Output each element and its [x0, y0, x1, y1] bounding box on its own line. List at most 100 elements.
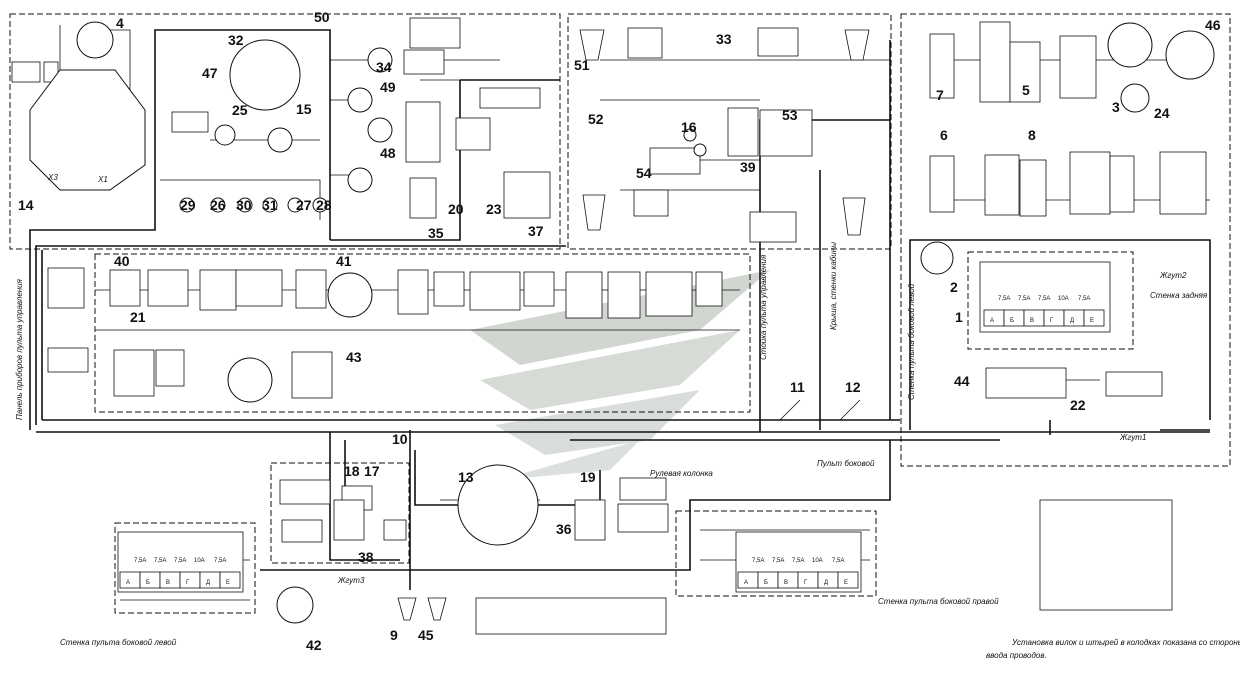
fuse-letter: В — [784, 580, 788, 586]
callout-12: 12 — [845, 379, 861, 395]
callout-4: 4 — [116, 15, 124, 31]
callout-51: 51 — [574, 57, 590, 73]
callout-1: 1 — [955, 309, 963, 325]
fuse-letter: Б — [146, 580, 150, 586]
callout-19: 19 — [580, 469, 596, 485]
callout-5: 5 — [1022, 82, 1030, 98]
fuse-rating: 10A — [812, 558, 823, 564]
callout-13: 13 — [458, 469, 474, 485]
callout-17: 17 — [364, 463, 380, 479]
fuse-rating: 7,5A — [1038, 296, 1050, 302]
callout-9: 9 — [390, 627, 398, 643]
fuse-letter: Б — [764, 580, 768, 586]
callout-46: 46 — [1205, 17, 1221, 33]
note-line1: Установка вилок и штырей в колодках пока… — [1011, 638, 1240, 647]
callout-21: 21 — [130, 309, 146, 325]
harness3-label: Жгут3 — [337, 576, 365, 585]
fuse-letter: Д — [1070, 318, 1074, 324]
callout-2: 2 — [950, 279, 958, 295]
fuse-rating: 10A — [194, 558, 205, 564]
fuse-letter: Е — [1090, 318, 1094, 324]
callout-45: 45 — [418, 627, 434, 643]
harness1-label: Жгут1 — [1119, 433, 1146, 442]
callout-11: 11 — [790, 379, 805, 395]
fuse-rating: 7,5A — [752, 558, 764, 564]
harness2-label: Жгут2 — [1159, 271, 1187, 280]
fuse-letter: Д — [824, 580, 828, 586]
callout-32: 32 — [228, 32, 244, 48]
callout-6: 6 — [940, 127, 948, 143]
callout-15: 15 — [296, 101, 312, 117]
callout-16: 16 — [681, 119, 697, 135]
callout-24: 24 — [1154, 105, 1170, 121]
callout-22: 22 — [1070, 397, 1086, 413]
fuse-rating: 7,5A — [998, 296, 1010, 302]
side-wall-left-label: Стенка пульта боковой левой — [60, 638, 177, 647]
callout-54: 54 — [636, 165, 652, 181]
callout-14: 14 — [18, 197, 34, 213]
fuse-letter: Г — [186, 580, 190, 586]
fuse-letters: А Б В Г Д Е 7,5A 7,5A 7,5A 10A 7,5A А Б В Г Д Е 7,5A 7,5A 7… — [126, 296, 1094, 586]
side-panel-left-label: Стенка пульта боковой левой — [907, 283, 916, 400]
fuse-rating: 7,5A — [832, 558, 844, 564]
callout-47: 47 — [202, 65, 218, 81]
callout-50: 50 — [314, 9, 330, 25]
round-components — [76, 21, 1215, 624]
callout-18: 18 — [344, 463, 360, 479]
callout-29: 29 — [180, 197, 196, 213]
fuse-block-right — [735, 531, 862, 593]
fuse-rating: 7,5A — [134, 558, 146, 564]
rack-label: Стойка пульта управления — [759, 254, 768, 360]
callout-30: 30 — [236, 197, 252, 213]
callout-43: 43 — [346, 349, 362, 365]
fuse-rating: 7,5A — [174, 558, 186, 564]
callout-48: 48 — [380, 145, 396, 161]
fuse-rating: 7,5A — [1078, 296, 1090, 302]
fuse-letter: А — [990, 318, 994, 324]
fuse-letter: Д — [206, 580, 210, 586]
fuse-rating: 10A — [1058, 296, 1069, 302]
fuse-letter: Е — [226, 580, 230, 586]
callout-28: 28 — [316, 197, 332, 213]
callout-39: 39 — [740, 159, 756, 175]
callout-37: 37 — [528, 223, 544, 239]
back-wall-label: Стенка задняя — [1150, 291, 1208, 300]
panel-14: X3 X1 — [29, 69, 146, 191]
callout-41: 41 — [336, 253, 352, 269]
fuse-letter: В — [1030, 318, 1034, 324]
callout-35: 35 — [428, 225, 444, 241]
lamps-51 — [397, 29, 870, 621]
fuse-letter: Г — [804, 580, 808, 586]
panel-left-label: Панель приборов пульта управления — [15, 278, 24, 420]
callout-7: 7 — [936, 87, 944, 103]
callout-25: 25 — [232, 102, 248, 118]
note-line2: ввода проводов. — [986, 651, 1047, 660]
fuse-letter: Е — [844, 580, 848, 586]
x1-label: X1 — [97, 175, 108, 184]
callout-3: 3 — [1112, 99, 1120, 115]
callout-10: 10 — [392, 431, 408, 447]
callout-40: 40 — [114, 253, 130, 269]
callout-49: 49 — [380, 79, 396, 95]
roof-label: Крыша, стенки кабины — [829, 242, 838, 330]
callout-38: 38 — [358, 549, 374, 565]
fuse-letter: Б — [1010, 318, 1014, 324]
callout-31: 31 — [262, 197, 278, 213]
callout-42: 42 — [306, 637, 322, 653]
fuse-letter: В — [166, 580, 170, 586]
fuse-rating: 7,5A — [772, 558, 784, 564]
callout-27: 27 — [296, 197, 312, 213]
fuse-block-left — [117, 531, 244, 593]
callout-36: 36 — [556, 521, 572, 537]
callout-20: 20 — [448, 201, 464, 217]
fuse-rating: 7,5A — [214, 558, 226, 564]
callout-44: 44 — [954, 373, 970, 389]
harness-wires — [29, 29, 1211, 590]
fuse-letter: А — [126, 580, 130, 586]
callout-8: 8 — [1028, 127, 1036, 143]
callout-34: 34 — [376, 59, 392, 75]
zone-borders — [9, 13, 1231, 614]
steering-column-label: Рулевая колонка — [650, 469, 713, 478]
